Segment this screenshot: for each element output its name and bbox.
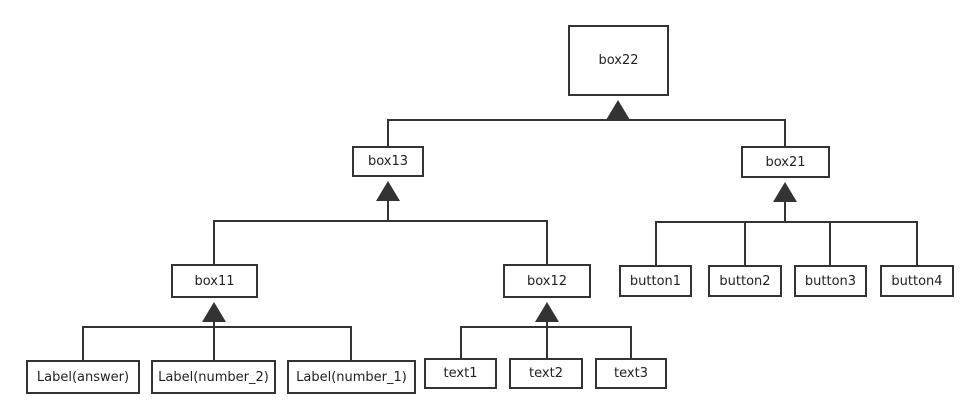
node-button1: button1 bbox=[619, 265, 692, 297]
node-text1: text1 bbox=[424, 358, 497, 389]
node-button2: button2 bbox=[708, 265, 782, 297]
connector-buttons-box21 bbox=[655, 221, 918, 265]
node-label-number-2: Label(number_2) bbox=[151, 360, 276, 394]
node-box21: box21 bbox=[741, 146, 830, 178]
connector-box11-box12-box13 bbox=[213, 220, 548, 264]
node-button4: button4 bbox=[880, 265, 954, 297]
node-text3: text3 bbox=[595, 358, 667, 389]
node-button3: button3 bbox=[794, 265, 867, 297]
node-text2: text2 bbox=[509, 358, 583, 389]
connector-texts-box12 bbox=[460, 326, 632, 358]
connector-box13-box22 bbox=[387, 119, 786, 146]
node-box13: box13 bbox=[352, 146, 424, 177]
connector-labels-box11 bbox=[82, 326, 352, 360]
node-box11: box11 bbox=[171, 264, 258, 298]
node-label-number-1: Label(number_1) bbox=[287, 360, 416, 394]
node-box22: box22 bbox=[568, 25, 669, 96]
node-box12: box12 bbox=[503, 264, 591, 298]
node-label-answer: Label(answer) bbox=[26, 360, 140, 394]
